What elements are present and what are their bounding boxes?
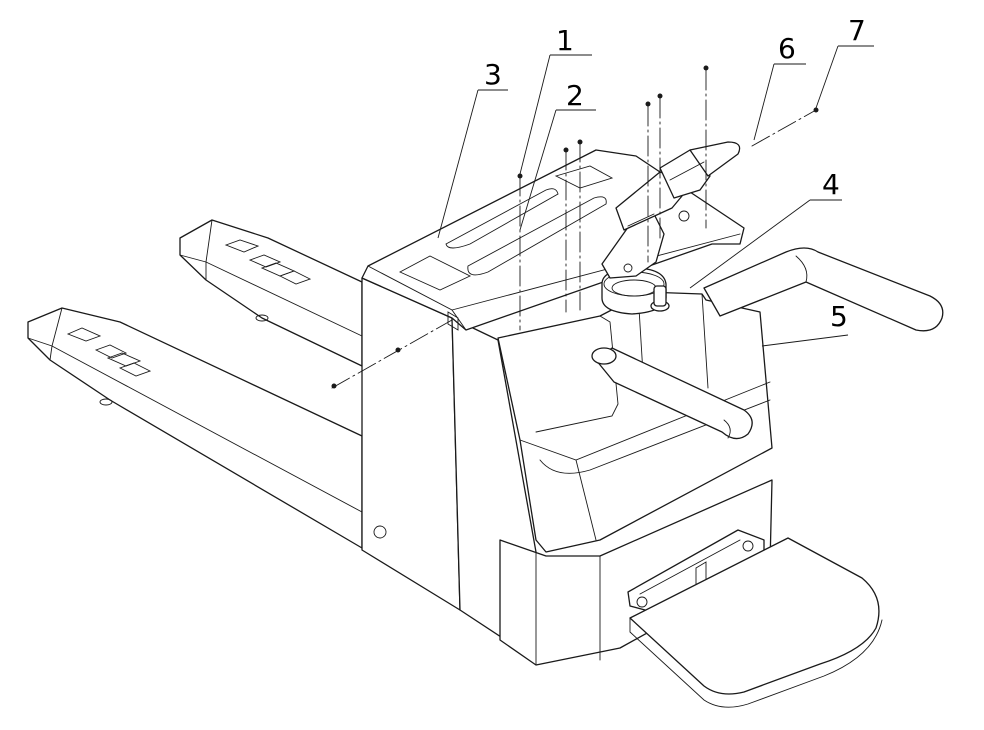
callout-4: 4 (689, 168, 842, 289)
control-housing (497, 291, 773, 553)
callout-label-2: 2 (566, 79, 584, 112)
tiller-handle-rear (703, 247, 944, 332)
screws (331, 65, 819, 389)
screw-tiller (751, 107, 819, 147)
screw-group-head (645, 65, 709, 263)
callout-label-1: 1 (556, 24, 574, 57)
screw-group-left (517, 139, 583, 331)
callout-5: 5 (761, 300, 849, 347)
chassis-body (361, 277, 773, 666)
callout-label-7: 7 (848, 14, 866, 47)
key-switch (601, 267, 670, 315)
callout-label-3: 3 (484, 58, 502, 91)
callout-label-4: 4 (822, 168, 840, 201)
callout-6: 6 (753, 32, 806, 141)
callout-3: 3 (437, 58, 508, 239)
callout-label-6: 6 (778, 32, 796, 65)
callout-1: 1 (519, 24, 592, 175)
tiller-head (601, 141, 741, 279)
rear-fork (179, 219, 363, 367)
callout-label-5: 5 (830, 300, 848, 333)
callouts: 1 2 3 4 5 6 7 (437, 14, 874, 347)
callout-7: 7 (815, 14, 874, 109)
operator-platform (629, 537, 883, 708)
screw-side (331, 319, 453, 389)
tiller-handle-front (591, 347, 753, 440)
callout-2: 2 (519, 79, 596, 231)
front-fork (27, 307, 363, 549)
